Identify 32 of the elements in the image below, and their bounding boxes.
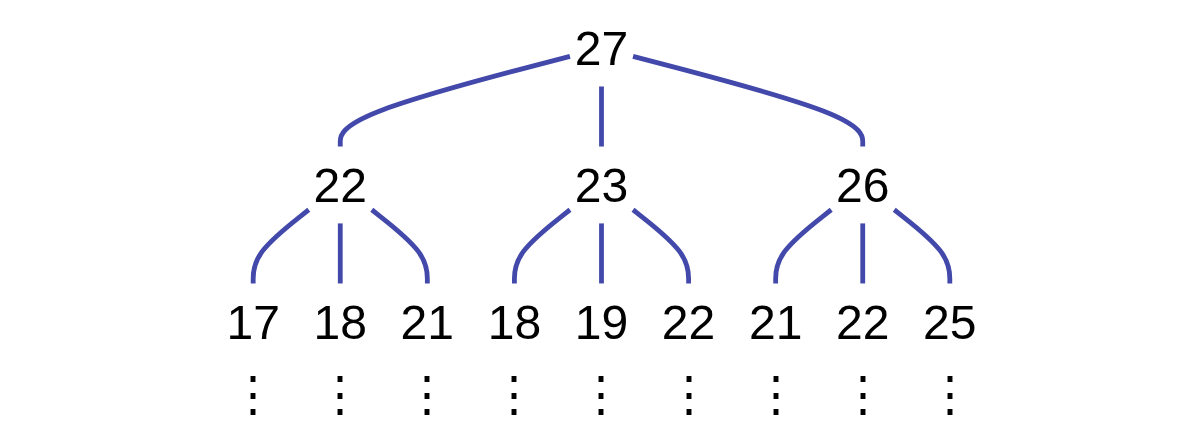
connector xyxy=(370,207,430,284)
node-label: ⋮ xyxy=(316,367,365,421)
node-text: 27 xyxy=(574,21,629,75)
connector xyxy=(250,207,311,284)
node-text: 19 xyxy=(574,295,629,349)
node-text: 22 xyxy=(313,158,367,212)
connector xyxy=(773,207,833,284)
node-label: ⋮ xyxy=(403,367,452,421)
node-text: 22 xyxy=(836,295,890,349)
node-label: ⋮ xyxy=(751,367,800,421)
node-label: ⋮ xyxy=(838,367,887,421)
node-text: 21 xyxy=(748,295,803,349)
connector xyxy=(512,207,572,284)
node-text: 26 xyxy=(836,158,890,212)
node-text: 17 xyxy=(226,295,280,349)
node-text: 21 xyxy=(400,295,455,349)
node-text: 23 xyxy=(574,158,629,212)
node-label: ⋮ xyxy=(664,367,713,421)
connector xyxy=(860,223,866,284)
node-text: 18 xyxy=(313,295,367,349)
connector xyxy=(631,207,691,284)
connector xyxy=(599,223,604,284)
node-label: ⋮ xyxy=(925,367,974,421)
node-text: 25 xyxy=(923,295,977,349)
node-text: 18 xyxy=(487,295,542,349)
node-label: ⋮ xyxy=(490,367,539,421)
connector xyxy=(599,86,604,147)
connector xyxy=(892,207,953,284)
node-text: 22 xyxy=(661,295,716,349)
connector xyxy=(337,223,343,284)
node-label: ⋮ xyxy=(577,367,626,421)
node-label: ⋮ xyxy=(229,367,278,421)
